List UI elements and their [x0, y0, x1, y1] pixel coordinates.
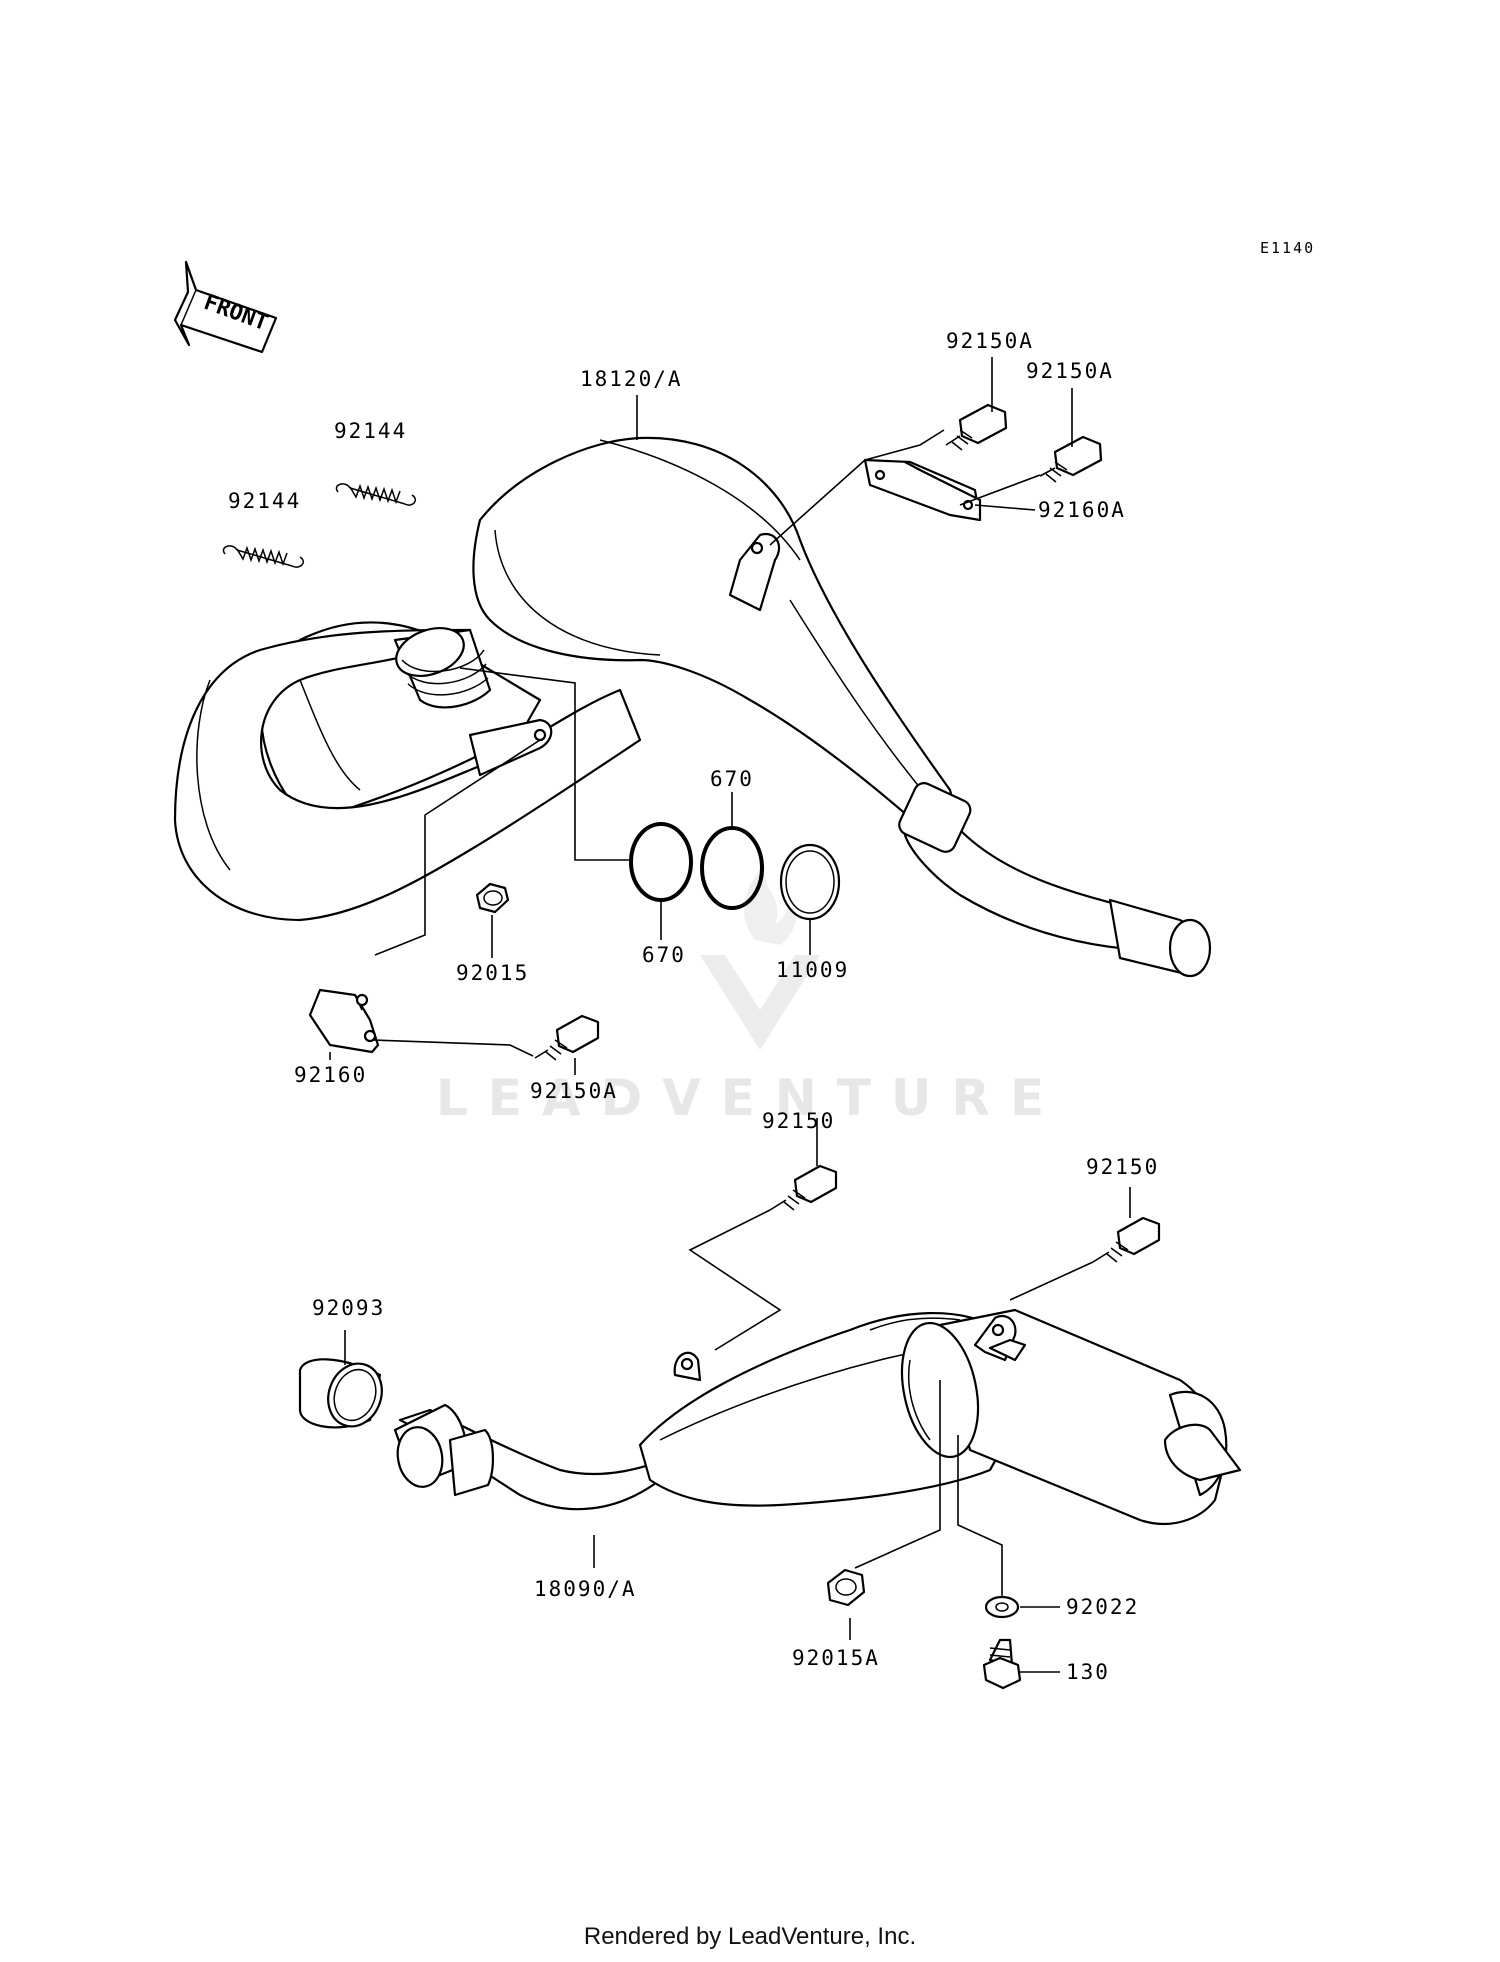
nut-92015A [826, 1568, 866, 1607]
callout-92150A-1: 92150A [946, 329, 1034, 353]
inlet-spigot [393, 627, 492, 709]
spring-92144-2 [222, 545, 304, 568]
callout-92150A-2: 92150A [1026, 359, 1114, 383]
bolt-92150-2 [1092, 1216, 1161, 1263]
callout-92093: 92093 [312, 1296, 385, 1320]
callout-18090A: 18090/A [534, 1577, 637, 1601]
nut-92015 [475, 882, 510, 914]
callout-92150-2: 92150 [1086, 1155, 1159, 1179]
gasket-11009 [779, 843, 841, 921]
callout-670-2: 670 [642, 943, 686, 967]
expansion-chamber-18120 [173, 436, 1212, 978]
leader-lines-bottom [344, 1118, 1131, 1673]
bracket-92160A [863, 458, 982, 522]
o-ring-670-1 [629, 822, 693, 902]
watermark: LEADVENTURE [436, 865, 1064, 1127]
footer-credit: Rendered by LeadVenture, Inc. [584, 1923, 916, 1950]
callout-130: 130 [1066, 1660, 1110, 1684]
spring-92144-1 [335, 483, 417, 506]
callout-670-1: 670 [710, 767, 754, 791]
callout-92160: 92160 [294, 1063, 367, 1087]
front-arrow: FRONT [173, 260, 278, 354]
watermark-flame [744, 865, 797, 945]
watermark-logo [700, 955, 820, 1050]
collar-92093 [298, 1358, 383, 1429]
bolt-92150A-top-1 [945, 403, 1008, 451]
callout-92015A: 92015A [792, 1646, 880, 1670]
washer-92022 [984, 1595, 1020, 1619]
callout-92160A: 92160A [1038, 498, 1126, 522]
callout-11009: 11009 [776, 958, 849, 982]
silencer-18090 [393, 1308, 1242, 1525]
callout-92022: 92022 [1066, 1595, 1139, 1619]
bolt-130 [982, 1638, 1022, 1690]
bolt-92150A-lower [534, 1014, 600, 1061]
callout-92150-1: 92150 [762, 1109, 835, 1133]
bolt-92150A-top-2 [1039, 435, 1103, 483]
callout-92144-2: 92144 [228, 489, 301, 513]
o-ring-670-2 [700, 826, 764, 910]
leader-lines-top [329, 357, 1073, 1075]
diagram-code: E1140 [1260, 239, 1315, 257]
callout-18120A: 18120/A [580, 367, 683, 391]
callout-labels: 18120/A 92150A 92150A 92160A 92144 92144… [228, 329, 1159, 1684]
callout-92150A-3: 92150A [530, 1079, 618, 1103]
callout-92015: 92015 [456, 961, 529, 985]
watermark-text: LEADVENTURE [436, 1069, 1064, 1127]
callout-92144-1: 92144 [334, 419, 407, 443]
bolt-92150-1 [769, 1164, 838, 1211]
bracket-92160 [308, 988, 380, 1054]
